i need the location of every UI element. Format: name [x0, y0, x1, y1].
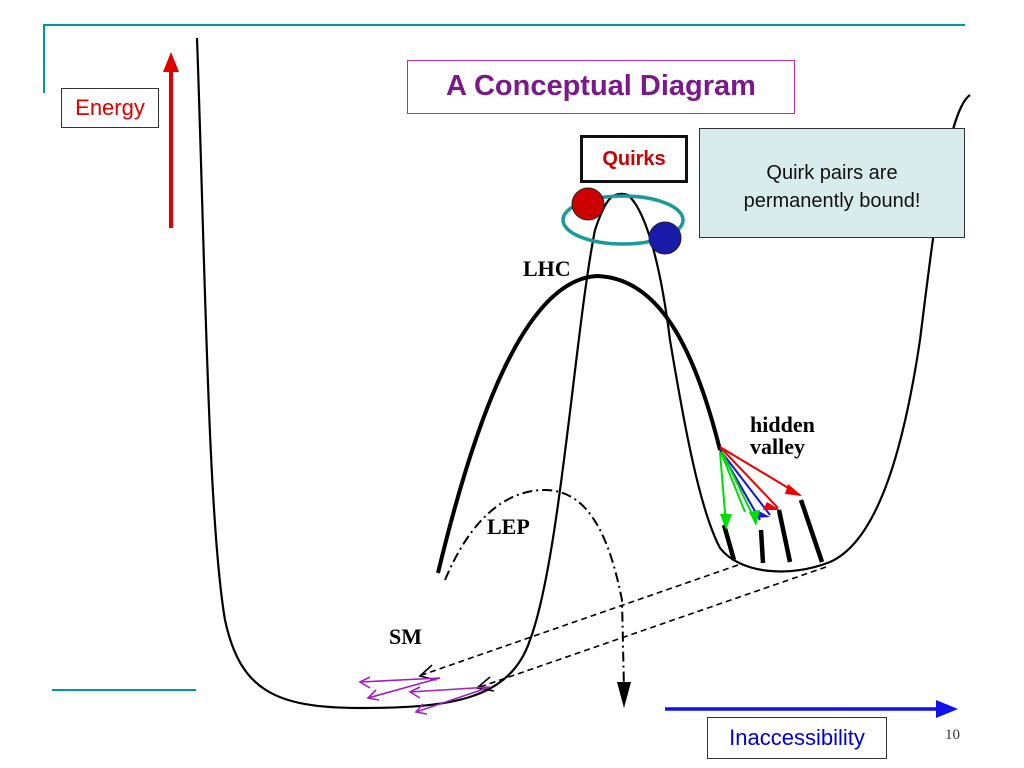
bound-note-line1: Quirk pairs are: [766, 162, 898, 184]
energy-arrow: [163, 52, 179, 228]
inaccessibility-arrow: [665, 700, 958, 718]
sm-label: SM: [389, 624, 422, 649]
lhc-label: LHC: [523, 256, 571, 281]
lep-arrowhead: [617, 682, 631, 708]
bound-note: Quirk pairs are permanently bound!: [699, 128, 965, 238]
page-number: 10: [945, 727, 960, 743]
quirks-label: Quirks: [580, 135, 688, 183]
lep-curve: [444, 488, 625, 691]
sm-decay-arrows: [358, 676, 491, 715]
quirk-orbit: [561, 194, 685, 246]
red-quirk: [571, 187, 605, 221]
hidden-valley-line2: valley: [750, 434, 805, 459]
hidden-valley-line1: hidden: [750, 412, 815, 437]
hidden-valley-arrows: [719, 446, 802, 530]
lhc-curve: [436, 273, 722, 574]
hidden-valley-label: hidden valley: [750, 414, 815, 458]
lep-label: LEP: [487, 514, 530, 539]
energy-axis-label: Energy: [61, 88, 159, 128]
hidden-valley-bars: [721, 499, 825, 564]
blue-quirk: [648, 221, 682, 255]
inaccessibility-axis-label: Inaccessibility: [707, 717, 887, 759]
slide-title: A Conceptual Diagram: [407, 60, 795, 114]
bound-note-line2: permanently bound!: [743, 190, 921, 212]
top-teal-rule: [43, 24, 965, 93]
